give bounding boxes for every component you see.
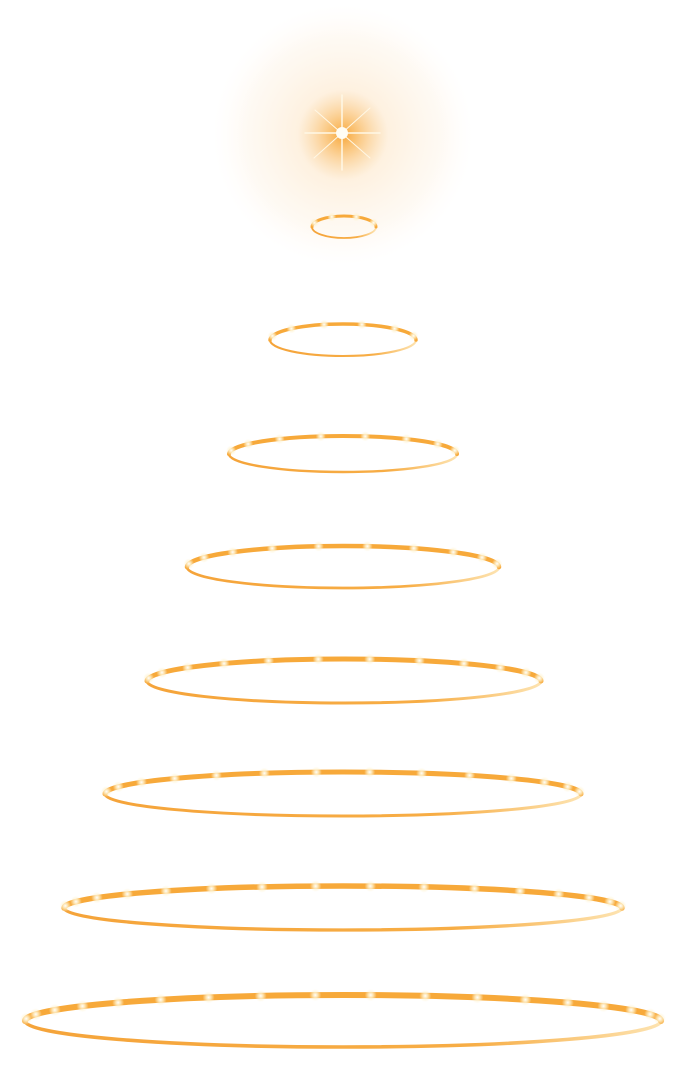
sparkle — [243, 438, 254, 449]
sparkle — [364, 989, 377, 1002]
star-glow — [213, 5, 473, 265]
sparkle — [327, 212, 337, 222]
sparkle — [100, 786, 112, 798]
sparkle — [143, 672, 155, 684]
sparkle — [266, 543, 278, 554]
sparkle — [401, 434, 412, 445]
sparkle — [254, 989, 267, 1002]
sparkle — [309, 880, 322, 892]
sparkle — [20, 1012, 33, 1025]
sparkle — [413, 655, 425, 667]
sparkle — [315, 431, 326, 442]
sparkle — [653, 1012, 666, 1025]
sparkle — [418, 881, 430, 893]
golden-ring-back-edge — [22, 992, 664, 1024]
sparkle — [561, 996, 574, 1009]
sparkle — [351, 212, 361, 222]
sparkle — [169, 772, 181, 784]
golden-ring-back-edge — [144, 656, 544, 684]
sparkle — [91, 891, 103, 904]
sparkle — [274, 434, 285, 445]
sparkle — [70, 895, 82, 908]
sparkle — [468, 882, 481, 895]
sparkle — [408, 543, 420, 554]
sparkle — [416, 767, 428, 779]
sparkle — [154, 993, 167, 1006]
sparkle — [112, 996, 125, 1009]
sparkle — [258, 767, 270, 779]
sparkle — [160, 885, 172, 897]
sparkle — [362, 541, 373, 552]
sparkle — [227, 546, 238, 558]
sparkle — [309, 989, 322, 1002]
sparkle — [135, 776, 147, 788]
sparkle — [198, 552, 210, 563]
sparkle — [360, 431, 371, 442]
star-icon — [304, 94, 381, 171]
sparkle — [218, 658, 230, 670]
sparkle — [369, 218, 379, 228]
sparkle — [286, 323, 297, 334]
sparkle — [448, 546, 459, 558]
sparkle — [597, 1000, 610, 1013]
sparkle — [552, 888, 565, 900]
sparkle — [156, 667, 168, 679]
golden-ring-back-edge — [268, 322, 418, 342]
sparkle — [226, 445, 237, 456]
sparkle — [644, 1008, 657, 1021]
sparkle — [520, 667, 532, 679]
sparkle — [625, 1004, 638, 1017]
sparkle — [471, 991, 484, 1004]
sparkle — [48, 1004, 61, 1017]
sparkle — [319, 319, 329, 330]
sparkle — [562, 781, 574, 793]
sparkle — [408, 331, 419, 341]
sparkle — [357, 319, 367, 330]
sparkle — [29, 1008, 42, 1021]
sparkle — [514, 885, 526, 897]
sparkle — [533, 672, 545, 684]
sparkle — [210, 769, 222, 781]
golden-ring-back-edge — [61, 883, 625, 911]
sparkle — [312, 653, 324, 665]
sparkle — [76, 1000, 89, 1013]
sparkle — [205, 882, 218, 895]
sparkle — [183, 558, 195, 569]
sparkle — [604, 895, 616, 908]
sparkle — [476, 552, 488, 563]
sparkle — [389, 323, 400, 334]
sparkle — [494, 662, 506, 674]
sparkle — [419, 989, 432, 1002]
sparkle — [364, 766, 376, 778]
sparkle — [310, 766, 322, 778]
sparkle — [464, 769, 476, 781]
sparkle — [539, 776, 551, 788]
sparkle — [458, 658, 470, 670]
sparkle — [121, 888, 134, 900]
sparkle — [182, 662, 194, 674]
sparkle — [267, 331, 278, 341]
golden-ring-back-edge — [102, 769, 584, 797]
golden-ring-back-edge — [227, 434, 459, 456]
sparkle — [309, 218, 319, 228]
sparkle — [519, 993, 532, 1006]
sparkle — [449, 445, 460, 456]
sparkle — [364, 880, 377, 892]
sparkle — [505, 772, 517, 784]
sparkle — [614, 900, 627, 912]
sparkle — [432, 438, 443, 449]
sparkle — [263, 655, 275, 667]
sparkle — [491, 558, 503, 569]
sparkle — [59, 900, 72, 912]
sparkle — [574, 786, 586, 798]
spiral-rings — [20, 212, 666, 1049]
sparkle — [112, 781, 124, 793]
sparkle — [202, 991, 215, 1004]
sparkle — [583, 891, 595, 904]
sparkle — [256, 881, 268, 893]
sparkle — [313, 541, 324, 552]
sparkle — [364, 653, 376, 665]
